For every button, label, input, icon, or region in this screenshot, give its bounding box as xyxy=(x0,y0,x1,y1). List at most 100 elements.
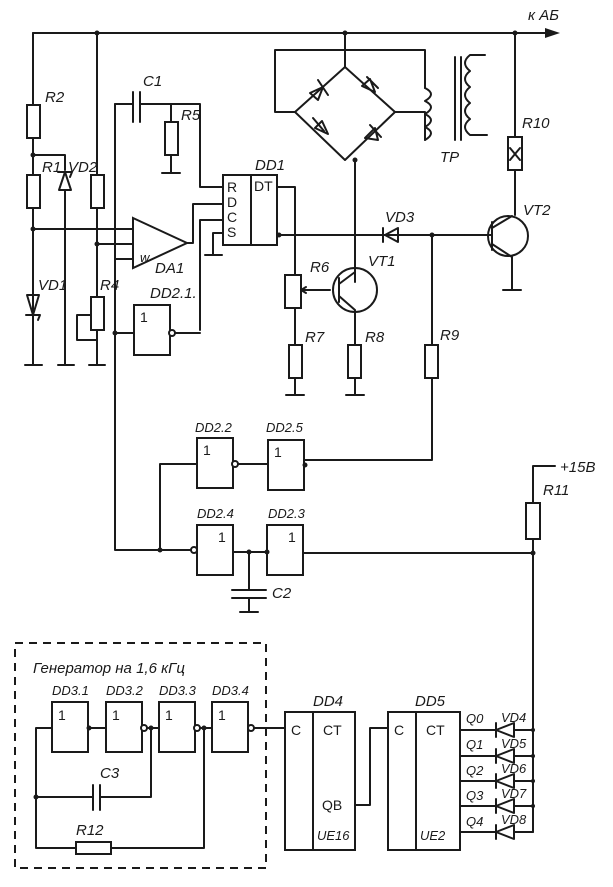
dd4-pin-qb: QB xyxy=(322,797,342,813)
transformer-primary xyxy=(424,87,432,141)
q2-label: Q2 xyxy=(466,763,484,778)
zener-vd1 xyxy=(25,294,41,321)
gate-symbol: 1 xyxy=(165,707,173,723)
counter-dd4: C CT QB UE16 DD4 xyxy=(284,693,389,851)
dd3-3-label: DD3.3 xyxy=(159,683,197,698)
gate-symbol: 1 xyxy=(58,707,66,723)
r9: R9 xyxy=(304,234,460,461)
vd3-label: VD3 xyxy=(385,209,415,226)
r6-label: R6 xyxy=(310,259,330,276)
vd4-label: VD4 xyxy=(501,710,526,725)
gate-dd2-1: 1 DD2.1. xyxy=(112,285,201,356)
vd5-label: VD5 xyxy=(501,736,527,751)
r11-label: R11 xyxy=(543,482,569,499)
r4-label: R4 xyxy=(100,277,119,294)
output-diodes: Q0 Q1 Q2 Q3 Q4 VD4 VD5 VD6 VD7 VD8 xyxy=(459,710,535,840)
gate-symbol: 1 xyxy=(218,707,226,723)
dd4-type: CT xyxy=(323,722,342,738)
r9-label: R9 xyxy=(440,327,460,344)
left-divider: R2 R1 VD1 xyxy=(24,32,67,366)
dd3-2-label: DD3.2 xyxy=(106,683,144,698)
resistor-r2 xyxy=(26,104,41,139)
dd4-pin-c: C xyxy=(291,722,301,738)
vd2-label: VD2 xyxy=(68,159,98,176)
dd3-1-label: DD3.1 xyxy=(52,683,89,698)
dd5-pin-c: C xyxy=(394,722,404,738)
dd2-1-label: DD2.1. xyxy=(150,285,197,302)
capacitor-c1 xyxy=(132,91,141,123)
c1-label: C1 xyxy=(143,73,162,90)
capacitor-c2 xyxy=(231,551,267,613)
bridge-rectifier: TP xyxy=(274,32,488,283)
to-battery-label: к АБ xyxy=(528,7,559,24)
opamp-da1: w DA1 xyxy=(32,203,224,277)
dd4-part: UE16 xyxy=(317,828,350,843)
generator-block: Генератор на 1,6 кГц 1 1 1 1 DD3.1 DD3.2… xyxy=(14,642,286,869)
q4-label: Q4 xyxy=(466,814,483,829)
potentiometer-r4 xyxy=(90,296,105,331)
resistor-r8 xyxy=(347,344,362,379)
r4-column: R4 xyxy=(76,32,119,366)
dd1-pin-c: C xyxy=(227,209,237,225)
dd4-label: DD4 xyxy=(313,693,343,710)
opamp-pin-label: w xyxy=(140,250,151,265)
da1-label: DA1 xyxy=(155,260,184,277)
dd5-type: CT xyxy=(426,722,445,738)
vt2-stage: R10 VT2 xyxy=(464,32,551,291)
resistor-r3 xyxy=(90,174,105,209)
c2-label: C2 xyxy=(272,585,292,602)
gate-symbol: 1 xyxy=(112,707,120,723)
r2-label: R2 xyxy=(45,89,65,106)
resistor-r1 xyxy=(26,174,41,209)
counter-dd5: C CT UE2 DD5 xyxy=(387,693,461,851)
dd2-5-label: DD2.5 xyxy=(266,420,304,435)
resistor-r5 xyxy=(164,121,179,156)
dd2-2-label: DD2.2 xyxy=(195,420,233,435)
transformer-secondary xyxy=(464,54,488,136)
supply-label: +15В xyxy=(560,459,595,476)
dd1-type: DT xyxy=(254,178,273,194)
resistor-r11 xyxy=(525,502,541,540)
transformer-label: TP xyxy=(440,149,459,166)
resistor-r7 xyxy=(288,344,303,379)
dd1-label: DD1 xyxy=(255,157,285,174)
arrow-icon xyxy=(545,28,560,38)
top-rail: к АБ xyxy=(32,7,560,38)
gate-symbol: 1 xyxy=(218,529,226,545)
flipflop-dd1: R D C S DT DD1 xyxy=(199,157,386,331)
dd3-4-label: DD3.4 xyxy=(212,683,249,698)
dd5-part: UE2 xyxy=(420,828,446,843)
r11-supply: +15В R11 xyxy=(525,459,595,833)
r10-label: R10 xyxy=(522,115,550,132)
dd5-label: DD5 xyxy=(415,693,446,710)
gates-dd2-4-dd2-3: 1 1 DD2.4 DD2.3 C2 xyxy=(114,364,534,613)
r1-label: R1 xyxy=(42,159,61,176)
diode-vd3: VD3 xyxy=(382,209,466,243)
vt1-label: VT1 xyxy=(368,253,396,270)
c3-label: C3 xyxy=(100,765,120,782)
vt2-label: VT2 xyxy=(523,202,551,219)
gate-symbol: 1 xyxy=(140,309,148,325)
r12-label: R12 xyxy=(76,822,104,839)
gate-symbol: 1 xyxy=(203,442,211,458)
vd8-label: VD8 xyxy=(501,812,527,827)
q3-label: Q3 xyxy=(466,788,484,803)
c1-r5: C1 R5 xyxy=(114,73,224,366)
r8-label: R8 xyxy=(365,329,385,346)
vd1-label: VD1 xyxy=(38,277,67,294)
resistor-r9 xyxy=(424,344,439,379)
gate-symbol: 1 xyxy=(288,529,296,545)
q1-label: Q1 xyxy=(466,737,483,752)
dd1-pin-d: D xyxy=(227,194,237,210)
r7-label: R7 xyxy=(305,329,325,346)
gates-dd2-2-dd2-5: 1 1 DD2.2 DD2.5 xyxy=(159,420,308,551)
q0-label: Q0 xyxy=(466,711,484,726)
resistor-r12 xyxy=(75,841,112,855)
capacitor-c3 xyxy=(35,727,152,811)
gate-symbol: 1 xyxy=(274,444,282,460)
vd7-label: VD7 xyxy=(501,786,527,801)
generator-label: Генератор на 1,6 кГц xyxy=(33,660,185,677)
dd2-4-label: DD2.4 xyxy=(197,506,234,521)
vd6-label: VD6 xyxy=(501,761,527,776)
